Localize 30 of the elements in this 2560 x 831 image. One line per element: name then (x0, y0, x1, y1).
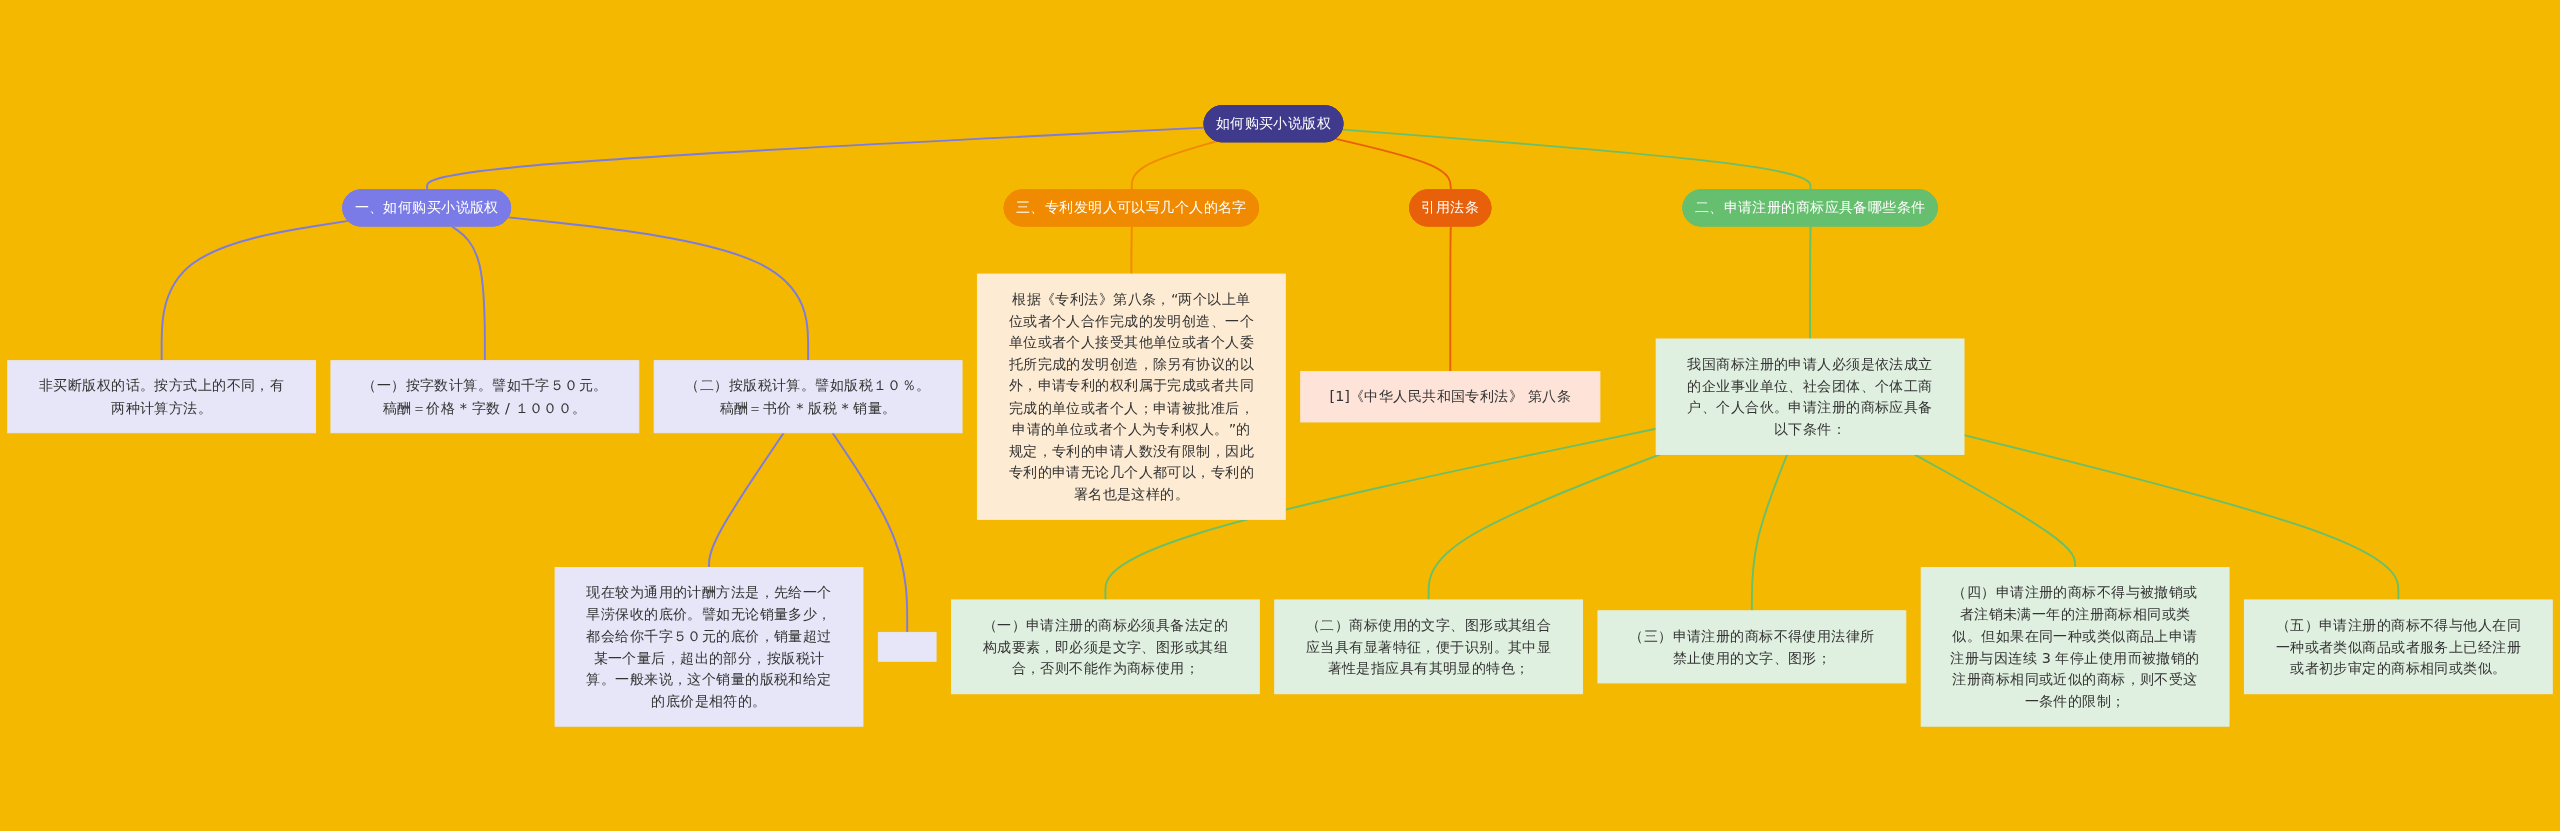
connector (1427, 453, 1661, 601)
node-box: （五）申请注册的商标不得与他人在同一种或者类似商品或者服务上已经注册或者初步审定的商标相同或类似。 (2243, 599, 2553, 694)
node-box: 根据《专利法》第八条，“两个以上单位或者个人合作完成的发明创造、一个单位或者个人接受其他单位或者个人委托所完成的发明创造，除另有协议的以外，申请专利的权利属于完成或者共同完成的单位或者个人；申请被批准后，申请的单位或者个人为专利权人。”的规定，专利的申请人数没有限制，因此专利的申请无论几个人都可以，专利的署名也是这样的。 (976, 273, 1286, 520)
node-box: 现在较为通用的计酬方法是，先给一个旱涝保收的底价。譬如无论销量多少，都会给你千字５０元的底价，销量超过某一个量后，超出的部分，按版税计算。一般来说，这个销量的版税和给定的底价是相符的。 (554, 566, 864, 727)
node-box: [1]《中华人民共和国专利法》 第八条 (1300, 370, 1601, 422)
connector (1913, 453, 2077, 568)
connector (1130, 225, 1133, 275)
connector (160, 219, 350, 362)
node-box: （四）申请注册的商标不得与被撤销或者注销未满一年的注册商标相同或类似。但如果在同一种或类似商品上申请注册与因连续 3 年停止使用而被撤销的注册商标相同或近似的商标，则不受这一条件的限制； (1920, 566, 2230, 727)
connector (1104, 427, 1658, 601)
node-box: 我国商标注册的申请人必须是依法成立的企业事业单位、社会团体、个体工商户、个人合伙。申请注册的商标应具备以下条件： (1655, 338, 1965, 455)
connector (1750, 453, 1789, 612)
connector (426, 126, 1206, 191)
connector (507, 215, 810, 362)
node-box: （二）按版税计算。譬如版税１０％。稿酬＝书价 * 版税 * 销量。 (653, 359, 963, 433)
node-box (877, 631, 937, 662)
node-box: （二）商标使用的文字、图形或其组合应当具有显著特征，便于识别。其中显著性是指应具有其明显的特色； (1274, 599, 1584, 694)
connector (708, 431, 785, 568)
connector (1809, 225, 1812, 340)
node-box: （三）申请注册的商标不得使用法律所禁止使用的文字、图形； (1597, 609, 1907, 683)
connector (1130, 139, 1218, 191)
connector (1341, 128, 1812, 191)
connector (1963, 433, 2400, 601)
connector (831, 431, 909, 633)
connector (1449, 225, 1452, 372)
node-box: （一）申请注册的商标必须具备法定的构成要素，即必须是文字、图形或其组合，否则不能作为商标使用； (951, 599, 1260, 694)
connector (451, 225, 486, 362)
connector (1334, 137, 1452, 191)
node-box: 非买断版权的话。按方式上的不同，有两种计算方法。 (7, 359, 317, 433)
node-box: （一）按字数计算。譬如千字５０元。稿酬＝价格 * 字数 / １０００。 (330, 359, 640, 433)
